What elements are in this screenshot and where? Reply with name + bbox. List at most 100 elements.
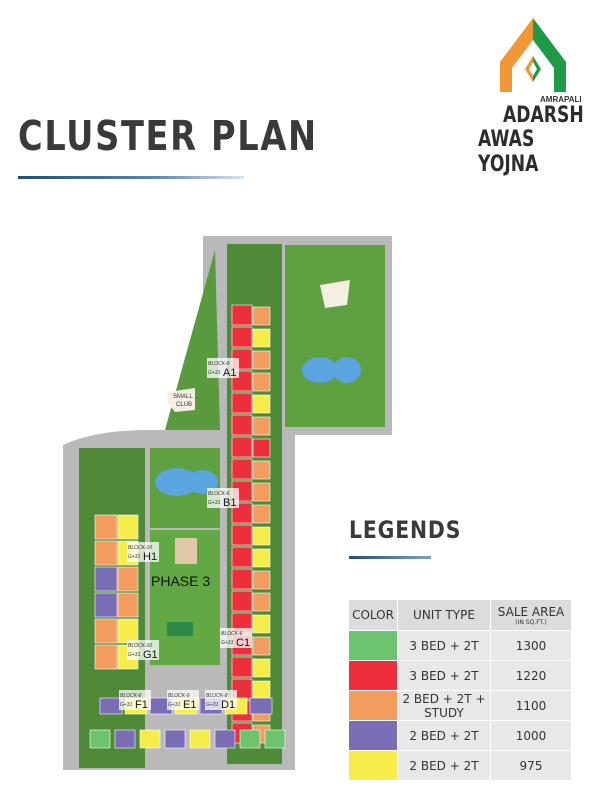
- east-park: [285, 245, 385, 427]
- club-label: CLUB: [176, 402, 192, 408]
- logo-icon: [500, 18, 566, 92]
- apartment-unit: [231, 590, 253, 612]
- legend-row: 2 BED + 2T 1000: [348, 720, 572, 751]
- logo-line2: AWAS YOJNA: [478, 127, 539, 177]
- svg-text:G+31: G+31: [128, 554, 141, 560]
- color-swatch: [348, 750, 398, 781]
- club-lawn: [165, 250, 220, 430]
- apartment-unit: [231, 326, 253, 348]
- apartment-unit: [252, 438, 271, 458]
- svg-text:BLOCK-8: BLOCK-8: [208, 361, 230, 367]
- block-label: BLOCK-9 G+31 E1: [167, 690, 199, 711]
- apartment-unit: [117, 514, 139, 540]
- color-swatch: [348, 630, 398, 661]
- pool: [333, 357, 361, 383]
- title-underline: [18, 176, 244, 179]
- unit-type: 2 BED + 2T: [397, 750, 491, 781]
- svg-text:G1: G1: [143, 649, 158, 661]
- apartment-unit: [252, 504, 271, 524]
- block-label: BLOCK-8 G+31 A1: [207, 358, 239, 379]
- apartment-unit: [231, 458, 253, 480]
- block-label: BLOCK-6 G+31 B1: [207, 488, 239, 509]
- svg-text:G+31: G+31: [208, 500, 221, 506]
- apartment-unit: [231, 304, 253, 326]
- legend-row: 3 BED + 2T 1300: [348, 630, 572, 661]
- sale-area: 975: [490, 750, 572, 781]
- apartment-unit: [252, 350, 271, 370]
- legend-row: 3 BED + 2T 1220: [348, 660, 572, 691]
- sale-area: 1220: [490, 660, 572, 691]
- cluster-site-plan: SMALL CLUB PHASE 3 BLOCK-8 G+31 A1 BLOCK…: [63, 236, 392, 770]
- svg-text:BLOCK-8: BLOCK-8: [206, 693, 228, 699]
- svg-text:BLOCK-10: BLOCK-10: [128, 643, 152, 649]
- apartment-unit: [117, 566, 139, 592]
- apartment-unit: [252, 548, 271, 568]
- sale-area: 1000: [490, 720, 572, 751]
- club-label: SMALL: [173, 394, 193, 400]
- apartment-unit: [252, 592, 271, 612]
- header-color: COLOR: [348, 599, 398, 631]
- svg-text:BLOCK-6: BLOCK-6: [221, 631, 243, 637]
- apartment-unit: [94, 618, 118, 644]
- svg-text:E1: E1: [183, 699, 196, 711]
- unit-type: 2 BED + 2T + STUDY: [397, 690, 491, 721]
- apartment-unit: [189, 729, 211, 749]
- apartment-unit: [231, 436, 253, 458]
- block-label: BLOCK-8 G+31 D1: [205, 690, 237, 711]
- pool: [155, 468, 199, 496]
- svg-text:G+31: G+31: [128, 652, 141, 658]
- apartment-unit: [94, 592, 118, 618]
- svg-text:H1: H1: [143, 551, 157, 563]
- apartment-unit: [252, 658, 271, 678]
- apartment-unit: [252, 680, 271, 700]
- svg-text:F1: F1: [135, 699, 148, 711]
- sale-area-label: SALE AREA: [497, 604, 565, 619]
- svg-text:G+31: G+31: [208, 370, 221, 376]
- svg-text:G+31: G+31: [120, 702, 133, 708]
- page-title: CLUSTER PLAN: [18, 112, 318, 160]
- svg-text:G+31: G+31: [206, 702, 219, 708]
- apartment-unit: [252, 416, 271, 436]
- unit-type: 3 BED + 2T: [397, 660, 491, 691]
- apartment-unit: [252, 636, 271, 656]
- apartment-unit: [231, 546, 253, 568]
- block-label: BLOCK-8 G+31 F1: [119, 690, 151, 711]
- apartment-unit: [164, 729, 186, 749]
- unit-type: 3 BED + 2T: [397, 630, 491, 661]
- apartment-unit: [231, 392, 253, 414]
- block-label: BLOCK-10 G+31 H1: [127, 542, 159, 563]
- pool: [302, 357, 338, 383]
- apartment-unit: [252, 570, 271, 590]
- svg-text:BLOCK-6: BLOCK-6: [208, 491, 230, 497]
- apartment-unit: [252, 482, 271, 502]
- apartment-unit: [99, 697, 123, 715]
- apartment-unit: [249, 697, 273, 715]
- apartment-unit: [231, 568, 253, 590]
- apartment-unit: [264, 729, 286, 749]
- club-sign: [320, 280, 350, 308]
- color-swatch: [348, 660, 398, 691]
- logo-line1: ADARSH: [503, 103, 584, 128]
- apartment-unit: [94, 566, 118, 592]
- svg-text:G+31: G+31: [221, 640, 234, 646]
- apartment-unit: [252, 460, 271, 480]
- svg-text:B1: B1: [223, 497, 236, 509]
- svg-text:D1: D1: [221, 699, 235, 711]
- logo-brand: AMRAPALI: [540, 95, 582, 104]
- apartment-unit: [252, 372, 271, 392]
- sale-area: 1100: [490, 690, 572, 721]
- apartment-unit: [252, 306, 271, 326]
- legend-row: 2 BED + 2T 975: [348, 750, 572, 781]
- unit-type: 2 BED + 2T: [397, 720, 491, 751]
- legends-underline: [349, 556, 431, 559]
- legend-header-row: COLOR UNIT TYPE SALE AREA(IN SQ.FT.): [348, 599, 572, 631]
- clubhouse: [175, 538, 197, 564]
- header-sale-area: SALE AREA(IN SQ.FT.): [490, 599, 572, 631]
- legends-title: LEGENDS: [349, 516, 462, 544]
- color-swatch: [348, 720, 398, 751]
- phase-label: PHASE 3: [151, 573, 210, 589]
- apartment-unit: [94, 644, 118, 670]
- apartment-unit: [231, 414, 253, 436]
- apartment-unit: [252, 526, 271, 546]
- sale-area: 1300: [490, 630, 572, 661]
